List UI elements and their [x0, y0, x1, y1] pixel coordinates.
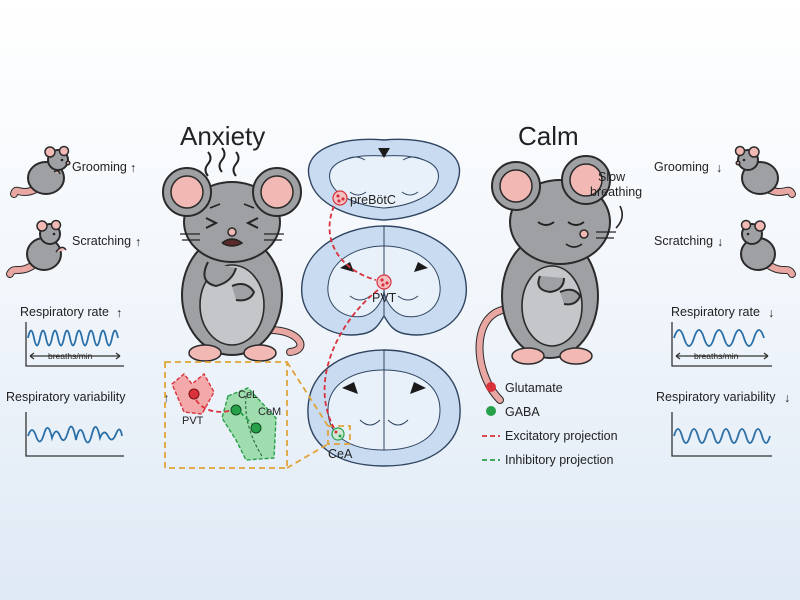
grooming-mouse-icon-right: [734, 145, 796, 198]
anxious-mouse: [162, 147, 305, 362]
arrow-resp-rate-right: ↓: [768, 306, 774, 320]
breaths-arrow-left: [29, 352, 121, 360]
label-prebotc: preBötC: [350, 193, 396, 207]
legend-glutamate: Glutamate: [505, 381, 563, 395]
arrow-resp-var-right: ↓: [784, 391, 790, 405]
label-resp-rate-left: Respiratory rate: [20, 305, 109, 319]
label-scratching-right: Scratching: [654, 234, 713, 248]
inset-inhibitory-arrow: [239, 411, 253, 425]
pvt-cluster: [376, 274, 392, 290]
label-resp-rate-right: Respiratory rate: [671, 305, 760, 319]
resp-rate-axis-left: [25, 322, 124, 367]
legend-inhibitory: Inhibitory projection: [505, 453, 613, 467]
legend-gaba: GABA: [505, 405, 540, 419]
resp-rate-axis-right: [671, 322, 772, 367]
legend-glutamate-dot: [486, 382, 496, 392]
breaths-unit-left: breaths/min: [48, 351, 93, 361]
legend-excitatory: Excitatory projection: [505, 429, 618, 443]
arrow-grooming-right: ↓: [716, 161, 722, 175]
label-slow-1: Slow: [598, 170, 626, 184]
label-cea: CeA: [328, 447, 353, 461]
resp-rate-wave-left: [27, 329, 119, 347]
scratching-mouse-icon-right: [740, 219, 796, 278]
inset-label-cel: CeL: [238, 389, 258, 401]
inset-connector: [286, 361, 329, 469]
legend-gaba-dot: [486, 406, 496, 416]
arrow-resp-rate-left: ↑: [116, 306, 122, 320]
resp-var-axis-right: [671, 412, 772, 457]
label-scratching-left: Scratching: [72, 234, 131, 248]
resp-rate-wave-right: [673, 329, 765, 347]
label-pvt: PVT: [372, 291, 397, 305]
projection-prebotc-to-pvt: [328, 205, 377, 281]
hindbrain-section: [307, 138, 461, 221]
breaths-arrow-right: [675, 352, 769, 360]
scratching-mouse-icon: [6, 219, 67, 278]
inset-box: [164, 361, 288, 469]
breaths-unit-right: breaths/min: [694, 351, 739, 361]
arrow-scratching-right: ↓: [717, 235, 723, 249]
inset-cea-region: [221, 387, 277, 461]
inset-label-pvt: PVT: [182, 415, 204, 427]
label-grooming-left: Grooming: [72, 160, 127, 174]
resp-var-axis-left: [25, 412, 124, 457]
label-resp-var-left: Respiratory variability: [6, 390, 126, 404]
inset-pvt-region: [171, 372, 215, 415]
calm-mouse: [475, 155, 616, 404]
arrow-scratching-left: ↑: [135, 235, 141, 249]
resp-var-wave-right: [673, 428, 771, 444]
inset-excitatory-arrow: [195, 399, 233, 413]
label-resp-var-right: Respiratory variability: [656, 390, 776, 404]
title-anxiety: Anxiety: [180, 121, 265, 151]
arrow-grooming-left: ↑: [130, 161, 136, 175]
inset-label-cem: CeM: [258, 406, 281, 418]
arrow-resp-var-left: ↑: [163, 391, 169, 405]
cea-highlight-box: [327, 425, 351, 445]
label-slow-2: breathing: [590, 185, 642, 199]
amygdala-section: [307, 349, 461, 467]
projection-pvt-to-cea: [323, 289, 379, 429]
prebotc-cluster: [332, 190, 348, 206]
resp-var-wave-left: [27, 425, 123, 444]
breath-mark: [615, 205, 624, 229]
cea-cluster: [331, 427, 345, 441]
label-grooming-right: Grooming: [654, 160, 709, 174]
grooming-mouse-icon: [10, 145, 71, 198]
title-calm: Calm: [518, 121, 579, 151]
